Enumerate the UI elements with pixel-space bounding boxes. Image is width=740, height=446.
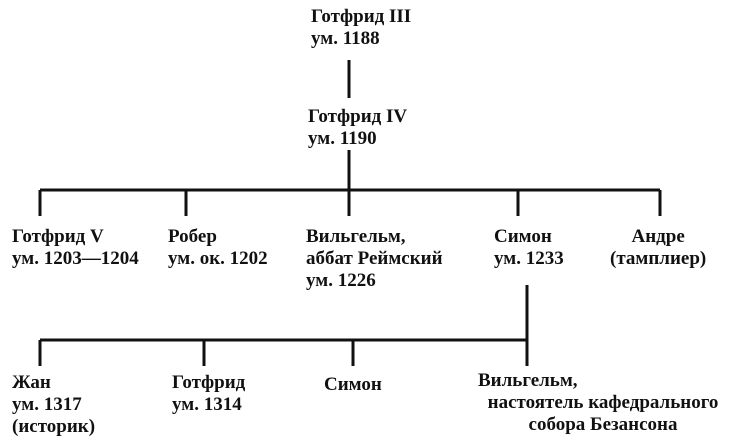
- node-name: Готфрид: [172, 372, 246, 393]
- node-gottfried-iv: Готфрид IV ум. 1190: [308, 106, 407, 150]
- node-simon: Симон ум. 1233: [494, 226, 564, 270]
- node-name: Готфрид III: [311, 6, 412, 27]
- node-name: Жан: [12, 372, 51, 393]
- node-jean: Жан ум. 1317 (историк): [12, 372, 95, 438]
- node-name: Вильгельм,: [478, 370, 578, 391]
- node-note: (тамплиер): [610, 248, 707, 269]
- node-gottfried-iii: Готфрид III ум. 1188: [311, 6, 411, 50]
- node-note: (историк): [12, 416, 96, 437]
- node-name: Готфрид V: [12, 226, 104, 247]
- node-name: Андре: [631, 226, 685, 247]
- node-death: ум. 1188: [311, 28, 380, 49]
- node-death: ум. 1190: [308, 128, 377, 149]
- node-death: ум. 1203—1204: [12, 248, 139, 269]
- node-gottfried-v: Готфрид V ум. 1203—1204: [12, 226, 139, 270]
- node-death: ум. ок. 1202: [168, 248, 268, 269]
- node-name: Готфрид IV: [308, 106, 408, 127]
- node-wilhelm-canon: Вильгельм, настоятель кафедрального собо…: [478, 370, 728, 436]
- node-title: аббат Реймский: [306, 248, 443, 269]
- node-title-cont: собора Безансона: [528, 414, 678, 435]
- node-death: ум. 1233: [494, 248, 564, 269]
- node-death: ум. 1314: [172, 394, 242, 415]
- node-andre: Андре (тамплиер): [610, 226, 706, 270]
- node-simon-2: Симон: [324, 374, 382, 396]
- node-gottfried-2: Готфрид ум. 1314: [172, 372, 245, 416]
- node-name: Симон: [324, 374, 382, 395]
- node-name: Робер: [168, 226, 217, 247]
- node-rober: Робер ум. ок. 1202: [168, 226, 268, 270]
- node-name: Вильгельм,: [306, 226, 406, 247]
- node-title: настоятель кафедрального: [487, 392, 719, 413]
- node-wilhelm-abbot: Вильгельм, аббат Реймский ум. 1226: [306, 226, 443, 292]
- node-death: ум. 1317: [12, 394, 82, 415]
- node-name: Симон: [494, 226, 552, 247]
- node-death: ум. 1226: [306, 270, 376, 291]
